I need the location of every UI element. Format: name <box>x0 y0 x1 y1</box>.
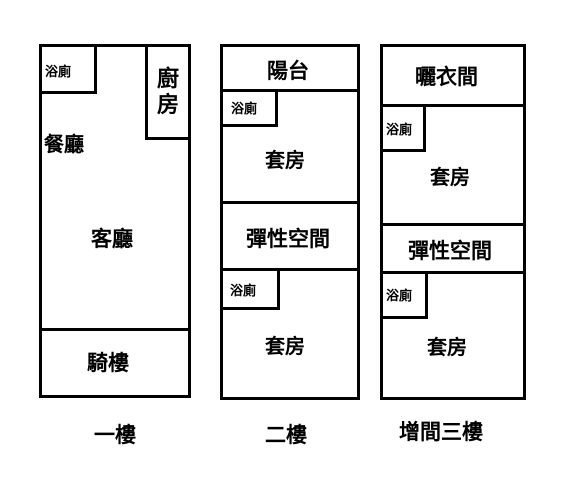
floor-2-balcony-label: 陽台 <box>267 58 309 83</box>
floor-2-suite-2-label: 套房 <box>265 334 305 358</box>
floor-2-bathroom-1-label: 浴廁 <box>231 102 258 117</box>
floor-1-bathroom-label: 浴廁 <box>45 65 72 80</box>
floor-3-bathroom-1 <box>380 104 426 152</box>
floor-1-living-label: 客廳 <box>91 226 133 251</box>
floor-1-kitchen-label: 廚房 <box>156 66 179 118</box>
floor-3-bathroom-2-label: 浴廁 <box>386 289 413 304</box>
floor-2-bathroom-1 <box>220 89 278 127</box>
floor-2-bathroom-2-label: 浴廁 <box>230 284 257 299</box>
floor-2-bathroom-2 <box>220 268 280 310</box>
floor-3-suite-1-label: 套房 <box>430 165 470 189</box>
floor-3-laundry <box>380 44 526 107</box>
floor-1-dining-label: 餐廳 <box>44 132 84 156</box>
floor-2-flex-space-label: 彈性空間 <box>246 226 330 251</box>
floor-3-suite-2-label: 套房 <box>427 335 467 359</box>
floor-2-caption: 二樓 <box>265 422 307 447</box>
floor-3-flex-space-label: 彈性空間 <box>408 238 492 263</box>
floor-1-kitchen <box>145 44 191 140</box>
floor-3-laundry-label: 曬衣間 <box>415 64 478 89</box>
floor-3-bathroom-1-label: 浴廁 <box>386 123 413 138</box>
floor-1-arcade <box>39 328 191 398</box>
floor-3-caption: 增間三樓 <box>399 419 483 444</box>
floor-3-bathroom-2 <box>380 271 428 319</box>
floor-1-bathroom <box>39 44 97 94</box>
floor-2-suite-1-label: 套房 <box>265 148 305 172</box>
floor-1-caption: 一樓 <box>94 422 136 447</box>
floor-1-arcade-label: 騎樓 <box>87 350 129 375</box>
